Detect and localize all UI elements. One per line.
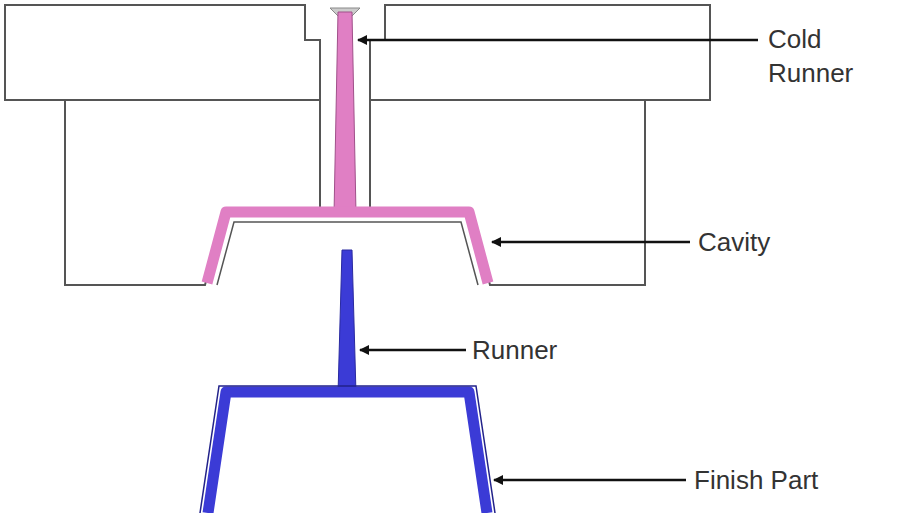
finish-part [208,392,487,513]
leader-arrow [360,349,466,352]
mold-block [370,100,645,285]
cold-runner [334,12,356,214]
part-label: Cold Runner [768,22,908,90]
finish-part-edge [200,386,495,513]
mold-plate [370,5,710,100]
part-label: Runner [472,333,672,367]
mold-plate [5,5,320,100]
leader-arrow [492,241,690,244]
part-label: Finish Part [694,463,904,497]
leader-arrow [494,479,686,482]
leader-arrow [358,39,758,42]
runner [338,250,356,394]
part-label: Cavity [698,225,898,259]
mold-block [65,100,320,285]
